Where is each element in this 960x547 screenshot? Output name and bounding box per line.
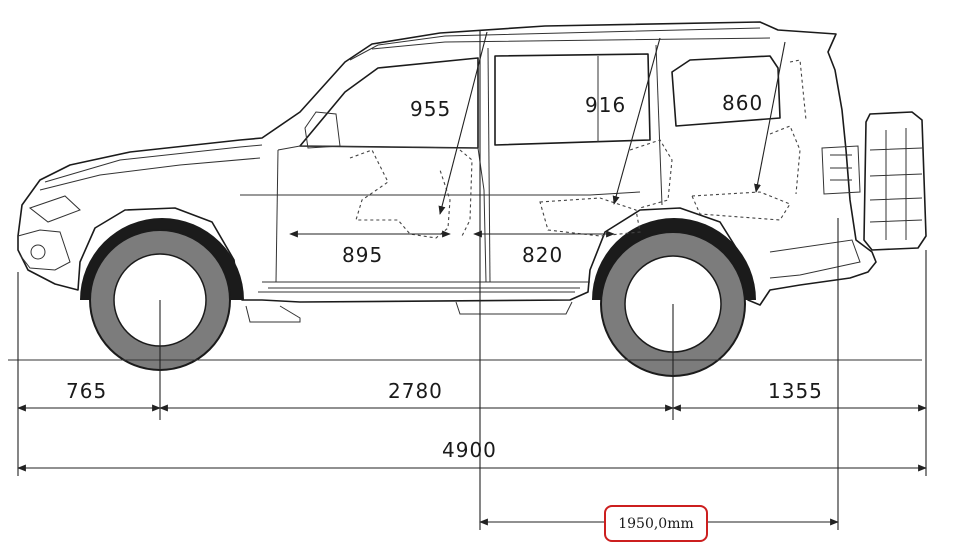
headroom-indicators: [438, 31, 786, 215]
spare-wheel: [863, 111, 927, 251]
row1-legroom-label: 895: [342, 243, 383, 267]
callout-label: 1950,0mm: [618, 516, 694, 532]
row2-legroom-label: 820: [522, 243, 563, 267]
overall-length-label: 4900: [442, 438, 497, 462]
callout-highlight-box: [604, 505, 708, 542]
suv-side-outline: [17, 21, 877, 323]
front-wheel: [80, 218, 244, 371]
row3-headroom-label: 860: [722, 91, 763, 115]
wheelbase-label: 2780: [388, 379, 443, 403]
extension-lines: [17, 30, 927, 530]
rear-overhang-label: 1355: [768, 379, 823, 403]
row2-headroom-label: 916: [585, 93, 626, 117]
rear-wheel: [592, 218, 756, 377]
interior-seats: [349, 59, 807, 239]
row1-headroom-label: 955: [410, 97, 451, 121]
front-overhang-label: 765: [66, 379, 107, 403]
